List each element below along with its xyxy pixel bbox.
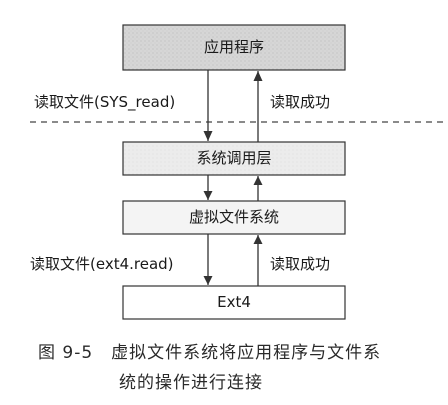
caption-text-line-2: 统的操作进行连接 <box>119 373 263 393</box>
read-ext4-label: 读取文件(ext4.read) <box>30 255 174 273</box>
arrowhead-up-vfs-syscall <box>253 176 263 185</box>
ext4-box-label: Ext4 <box>217 293 251 311</box>
arrowhead-down-read-sys <box>203 131 213 141</box>
arrowhead-up-read-ok-bottom <box>253 235 263 244</box>
vfs-box-label: 虚拟文件系统 <box>188 208 279 226</box>
ext4-box <box>122 285 346 320</box>
syscall-box <box>122 141 346 176</box>
app-box <box>122 24 346 71</box>
caption-line-1: 图 9-5 虚拟文件系统将应用程序与文件系 <box>38 338 438 368</box>
read-sys-label: 读取文件(SYS_read) <box>34 93 176 111</box>
read-ok-bottom-label: 读取成功 <box>270 255 331 273</box>
figure-number: 图 9-5 <box>38 343 94 363</box>
arrowhead-down-read-ext4 <box>203 276 213 285</box>
vfs-box <box>122 200 346 235</box>
figure-caption: 图 9-5 虚拟文件系统将应用程序与文件系 统的操作进行连接 <box>38 338 438 398</box>
syscall-box-label: 系统调用层 <box>196 149 272 167</box>
caption-text-line-1: 虚拟文件系统将应用程序与文件系 <box>111 343 382 363</box>
arrowhead-down-syscall-vfs <box>203 191 213 200</box>
arrowhead-up-read-ok-top <box>253 71 263 81</box>
caption-line-2: 统的操作进行连接 <box>38 368 438 398</box>
read-ok-top-label: 读取成功 <box>270 93 331 111</box>
app-box-label: 应用程序 <box>203 38 264 56</box>
